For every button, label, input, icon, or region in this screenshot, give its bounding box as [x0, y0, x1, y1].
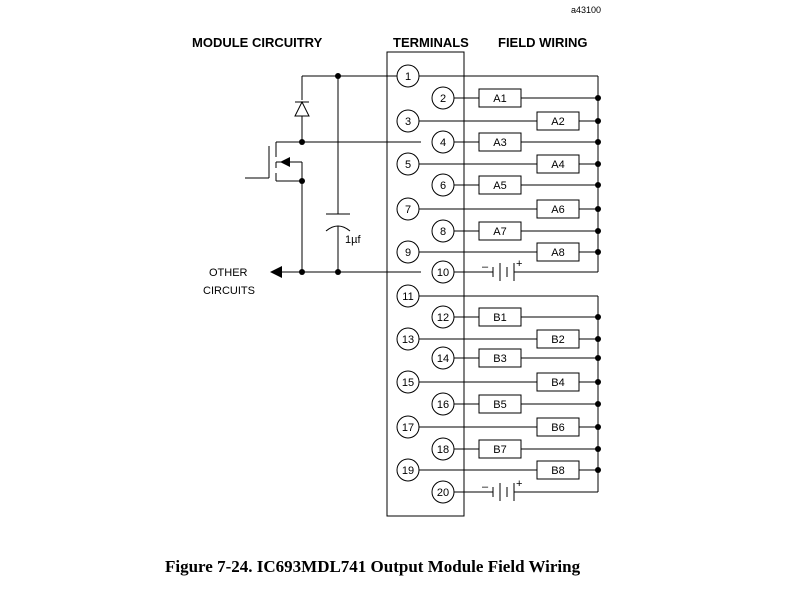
terminal-label-4: 4	[440, 137, 446, 149]
header-terminals: TERMINALS	[393, 35, 469, 50]
load-label-A4: A4	[551, 159, 564, 171]
terminal-label-8: 8	[440, 226, 446, 238]
terminal-label-7: 7	[405, 204, 411, 216]
header-module-circuitry: MODULE CIRCUITRY	[192, 35, 323, 50]
capacitor-label: 1µf	[345, 234, 361, 246]
terminal-label-11: 11	[402, 291, 413, 303]
terminal-label-5: 5	[405, 159, 411, 171]
figure-caption: Figure 7-24. IC693MDL741 Output Module F…	[165, 557, 581, 576]
terminal-label-20: 20	[437, 487, 449, 499]
terminal-label-1: 1	[405, 71, 411, 83]
terminal-block	[386, 51, 465, 517]
load-label-B1: B1	[493, 312, 506, 324]
reference-id: a43100	[571, 5, 601, 15]
load-label-A6: A6	[551, 204, 564, 216]
load-label-A1: A1	[493, 93, 506, 105]
diode-icon	[294, 100, 310, 117]
load-label-A8: A8	[551, 247, 564, 259]
battery-plus-label: +	[516, 478, 522, 490]
load-label-B6: B6	[551, 422, 564, 434]
terminal-label-10: 10	[437, 267, 449, 279]
terminal-label-17: 17	[402, 422, 414, 434]
load-label-B3: B3	[493, 353, 506, 365]
terminal-label-18: 18	[437, 444, 449, 456]
terminal-label-13: 13	[402, 334, 414, 346]
load-label-A2: A2	[551, 116, 564, 128]
other-circuits-label-line2: CIRCUITS	[203, 285, 255, 297]
battery-minus-label: –	[482, 481, 489, 493]
terminal-label-12: 12	[437, 312, 449, 324]
terminal-label-3: 3	[405, 116, 411, 128]
terminal-label-14: 14	[437, 353, 449, 365]
arrow-left-icon	[270, 266, 282, 278]
battery-minus-label: –	[482, 261, 489, 273]
terminal-label-9: 9	[405, 247, 411, 259]
terminals-and-field-wiring: 1234567891011121314151617181920A1A2A3A4A…	[396, 64, 601, 504]
battery-plus-label: +	[516, 258, 522, 270]
mosfet-transistor-icon	[245, 142, 302, 182]
module-circuitry: 1µf OTHER CIRCUITS	[203, 73, 421, 297]
load-label-A3: A3	[493, 137, 506, 149]
load-label-B4: B4	[551, 377, 564, 389]
terminal-label-16: 16	[437, 399, 449, 411]
other-circuits-label-line1: OTHER	[209, 267, 248, 279]
terminal-label-19: 19	[402, 465, 414, 477]
terminal-label-15: 15	[402, 377, 414, 389]
terminal-label-6: 6	[440, 180, 446, 192]
load-label-A5: A5	[493, 180, 506, 192]
header-field-wiring: FIELD WIRING	[498, 35, 588, 50]
load-label-A7: A7	[493, 226, 506, 238]
terminal-label-2: 2	[440, 93, 446, 105]
load-label-B8: B8	[551, 465, 564, 477]
load-label-B2: B2	[551, 334, 564, 346]
load-label-B5: B5	[493, 399, 506, 411]
load-label-B7: B7	[493, 444, 506, 456]
